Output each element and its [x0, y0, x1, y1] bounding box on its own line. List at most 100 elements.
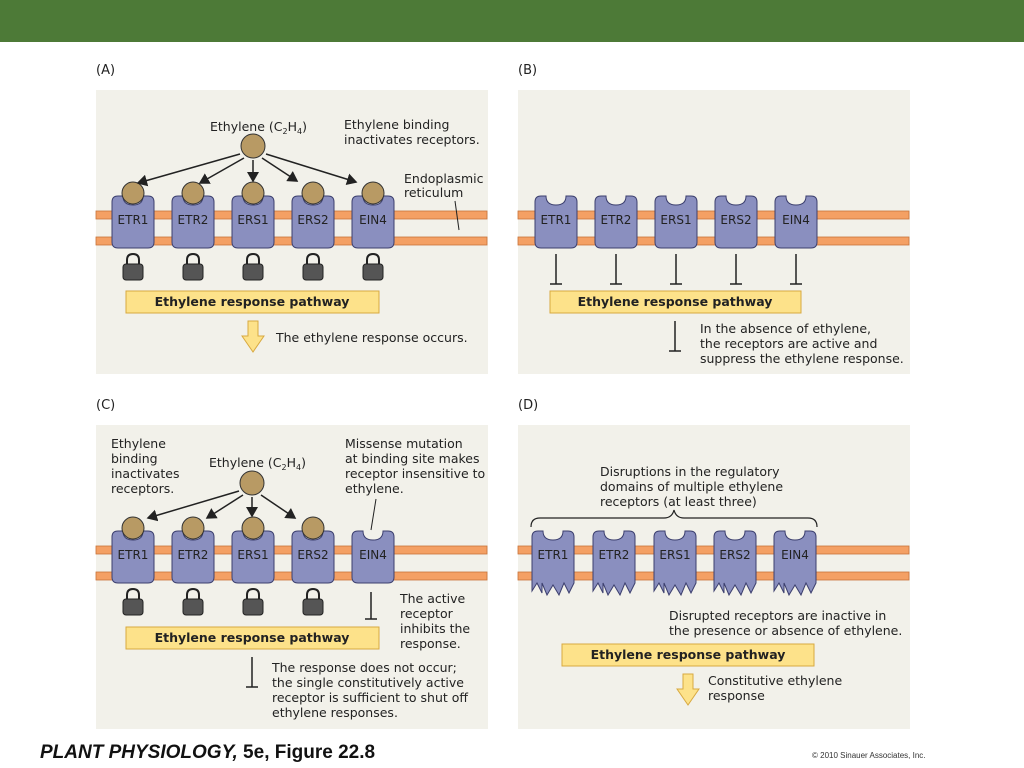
receptor-body [351, 195, 395, 249]
mutation-note: Missense mutation at binding site makes … [345, 436, 489, 496]
pathway-label: Ethylene response pathway [591, 647, 786, 662]
lock-shackle [186, 252, 200, 264]
bound-ethylene-molecule [301, 516, 325, 540]
binding-arrow [146, 490, 240, 522]
bound-ethylene-molecule [241, 516, 265, 540]
binding-arrow [265, 153, 358, 186]
receptor-body [351, 530, 395, 584]
receptor-ers2: ERS2 [714, 195, 758, 249]
receptor-etr1: ETR1 [111, 181, 155, 281]
mutation-pointer-line [370, 498, 377, 531]
receptor-etr1: ETR1 [531, 530, 575, 597]
receptor-body [531, 530, 575, 597]
receptor-etr1: ETR1 [111, 516, 155, 616]
receptor-label: ETR1 [541, 213, 572, 227]
receptor-body [594, 195, 638, 249]
pathway-box [549, 290, 802, 314]
receptor-body [534, 195, 578, 249]
receptor-label: ETR2 [178, 213, 209, 227]
receptor-label: ETR1 [538, 548, 569, 562]
receptor-ers1: ERS1 [231, 181, 275, 281]
receptor-ers1: ERS1 [654, 195, 698, 249]
receptor-body [592, 530, 636, 597]
panel-c-graphics: ETR1 ETR2 ERS1 ERS2 EIN4 Ethylene binding in… [95, 436, 489, 720]
receptor-body [714, 195, 758, 249]
panel-a-letter: (A) [96, 63, 116, 78]
panel-b-letter: (B) [518, 63, 538, 78]
er-membrane [517, 210, 910, 246]
grouping-brace [530, 509, 818, 528]
lock-icon [242, 598, 264, 616]
receptor-label: ERS2 [720, 213, 751, 227]
ethylene-molecule [239, 470, 265, 496]
outcome-note: Constitutive ethylene response [708, 673, 846, 703]
receptor-body [774, 195, 818, 249]
binding-arrow [260, 494, 297, 519]
pathway-label: Ethylene response pathway [155, 630, 350, 645]
lock-shackle [186, 587, 200, 599]
bound-ethylene-molecule [181, 516, 205, 540]
title-bar: Figure 22.8 Model for ethylene receptor … [0, 0, 1024, 75]
disruption-note: Disruptions in the regulatory domains of… [600, 464, 787, 509]
bound-ethylene-molecule [241, 181, 265, 205]
footer-citation: PLANT PHYSIOLOGY, 5e, Figure 22.8 [40, 742, 375, 764]
binding-note: Ethylene binding inactivates receptors. [111, 436, 183, 496]
receptor-body [713, 530, 757, 597]
response-arrow [241, 320, 265, 353]
receptor-ein4: EIN4 [774, 195, 818, 249]
panel-c-letter: (C) [96, 398, 116, 413]
figure-title: Figure 22.8 Model for ethylene receptor … [18, 50, 913, 75]
receptor-ers2: ERS2 [291, 516, 335, 616]
receptor-ers2: ERS2 [291, 181, 335, 281]
lock-shackle [126, 587, 140, 599]
lock-icon [182, 263, 204, 281]
lock-shackle [246, 252, 260, 264]
pathway-box [125, 626, 380, 650]
receptor-label: ERS2 [297, 213, 328, 227]
receptor-label: ERS1 [660, 213, 691, 227]
receptor-body [231, 195, 275, 249]
lock-icon [122, 598, 144, 616]
lock-icon [242, 263, 264, 281]
receptor-etr2: ETR2 [594, 195, 638, 249]
lock-shackle [126, 252, 140, 264]
receptor-etr1: ETR1 [534, 195, 578, 249]
receptor-ers2: ERS2 [713, 530, 757, 597]
receptor-label: ETR2 [601, 213, 632, 227]
absence-note: In the absence of ethylene, the receptor… [700, 321, 904, 366]
lock-icon [302, 263, 324, 281]
er-label: Endoplasmic reticulum [404, 171, 488, 200]
active-receptor-note: The active receptor inhibits the respons… [399, 591, 474, 651]
bound-ethylene-molecule [121, 181, 145, 205]
receptor-label: ERS1 [659, 548, 690, 562]
receptor-etr2: ETR2 [171, 516, 215, 616]
lock-icon [182, 598, 204, 616]
lock-shackle [246, 587, 260, 599]
pathway-label: Ethylene response pathway [578, 294, 773, 309]
lock-shackle [306, 587, 320, 599]
bound-ethylene-molecule [121, 516, 145, 540]
receptor-label: EIN4 [359, 213, 387, 227]
lock-shackle [366, 252, 380, 264]
receptor-label: EIN4 [782, 213, 810, 227]
lock-icon [302, 598, 324, 616]
receptor-label: EIN4 [781, 548, 809, 562]
er-pointer-line [454, 200, 460, 231]
panel-b-graphics: ETR1 ETR2 ERS1 ERS2 EIN4 Ethylene response p… [517, 195, 910, 366]
receptor-label: EIN4 [359, 548, 387, 562]
membrane-inner-layer [517, 236, 910, 246]
receptor-body [111, 195, 155, 249]
membrane-outer-layer [517, 210, 910, 220]
binding-arrow [261, 157, 299, 182]
receptor-label: ERS1 [237, 548, 268, 562]
edition-label: 5e, Figure 22.8 [237, 742, 376, 763]
receptor-body [171, 195, 215, 249]
lock-icon [362, 263, 384, 281]
response-arrow [676, 673, 700, 706]
receptor-label: ETR2 [178, 548, 209, 562]
bound-ethylene-molecule [361, 181, 385, 205]
binding-arrow [136, 153, 241, 187]
receptor-label: ETR1 [118, 213, 149, 227]
